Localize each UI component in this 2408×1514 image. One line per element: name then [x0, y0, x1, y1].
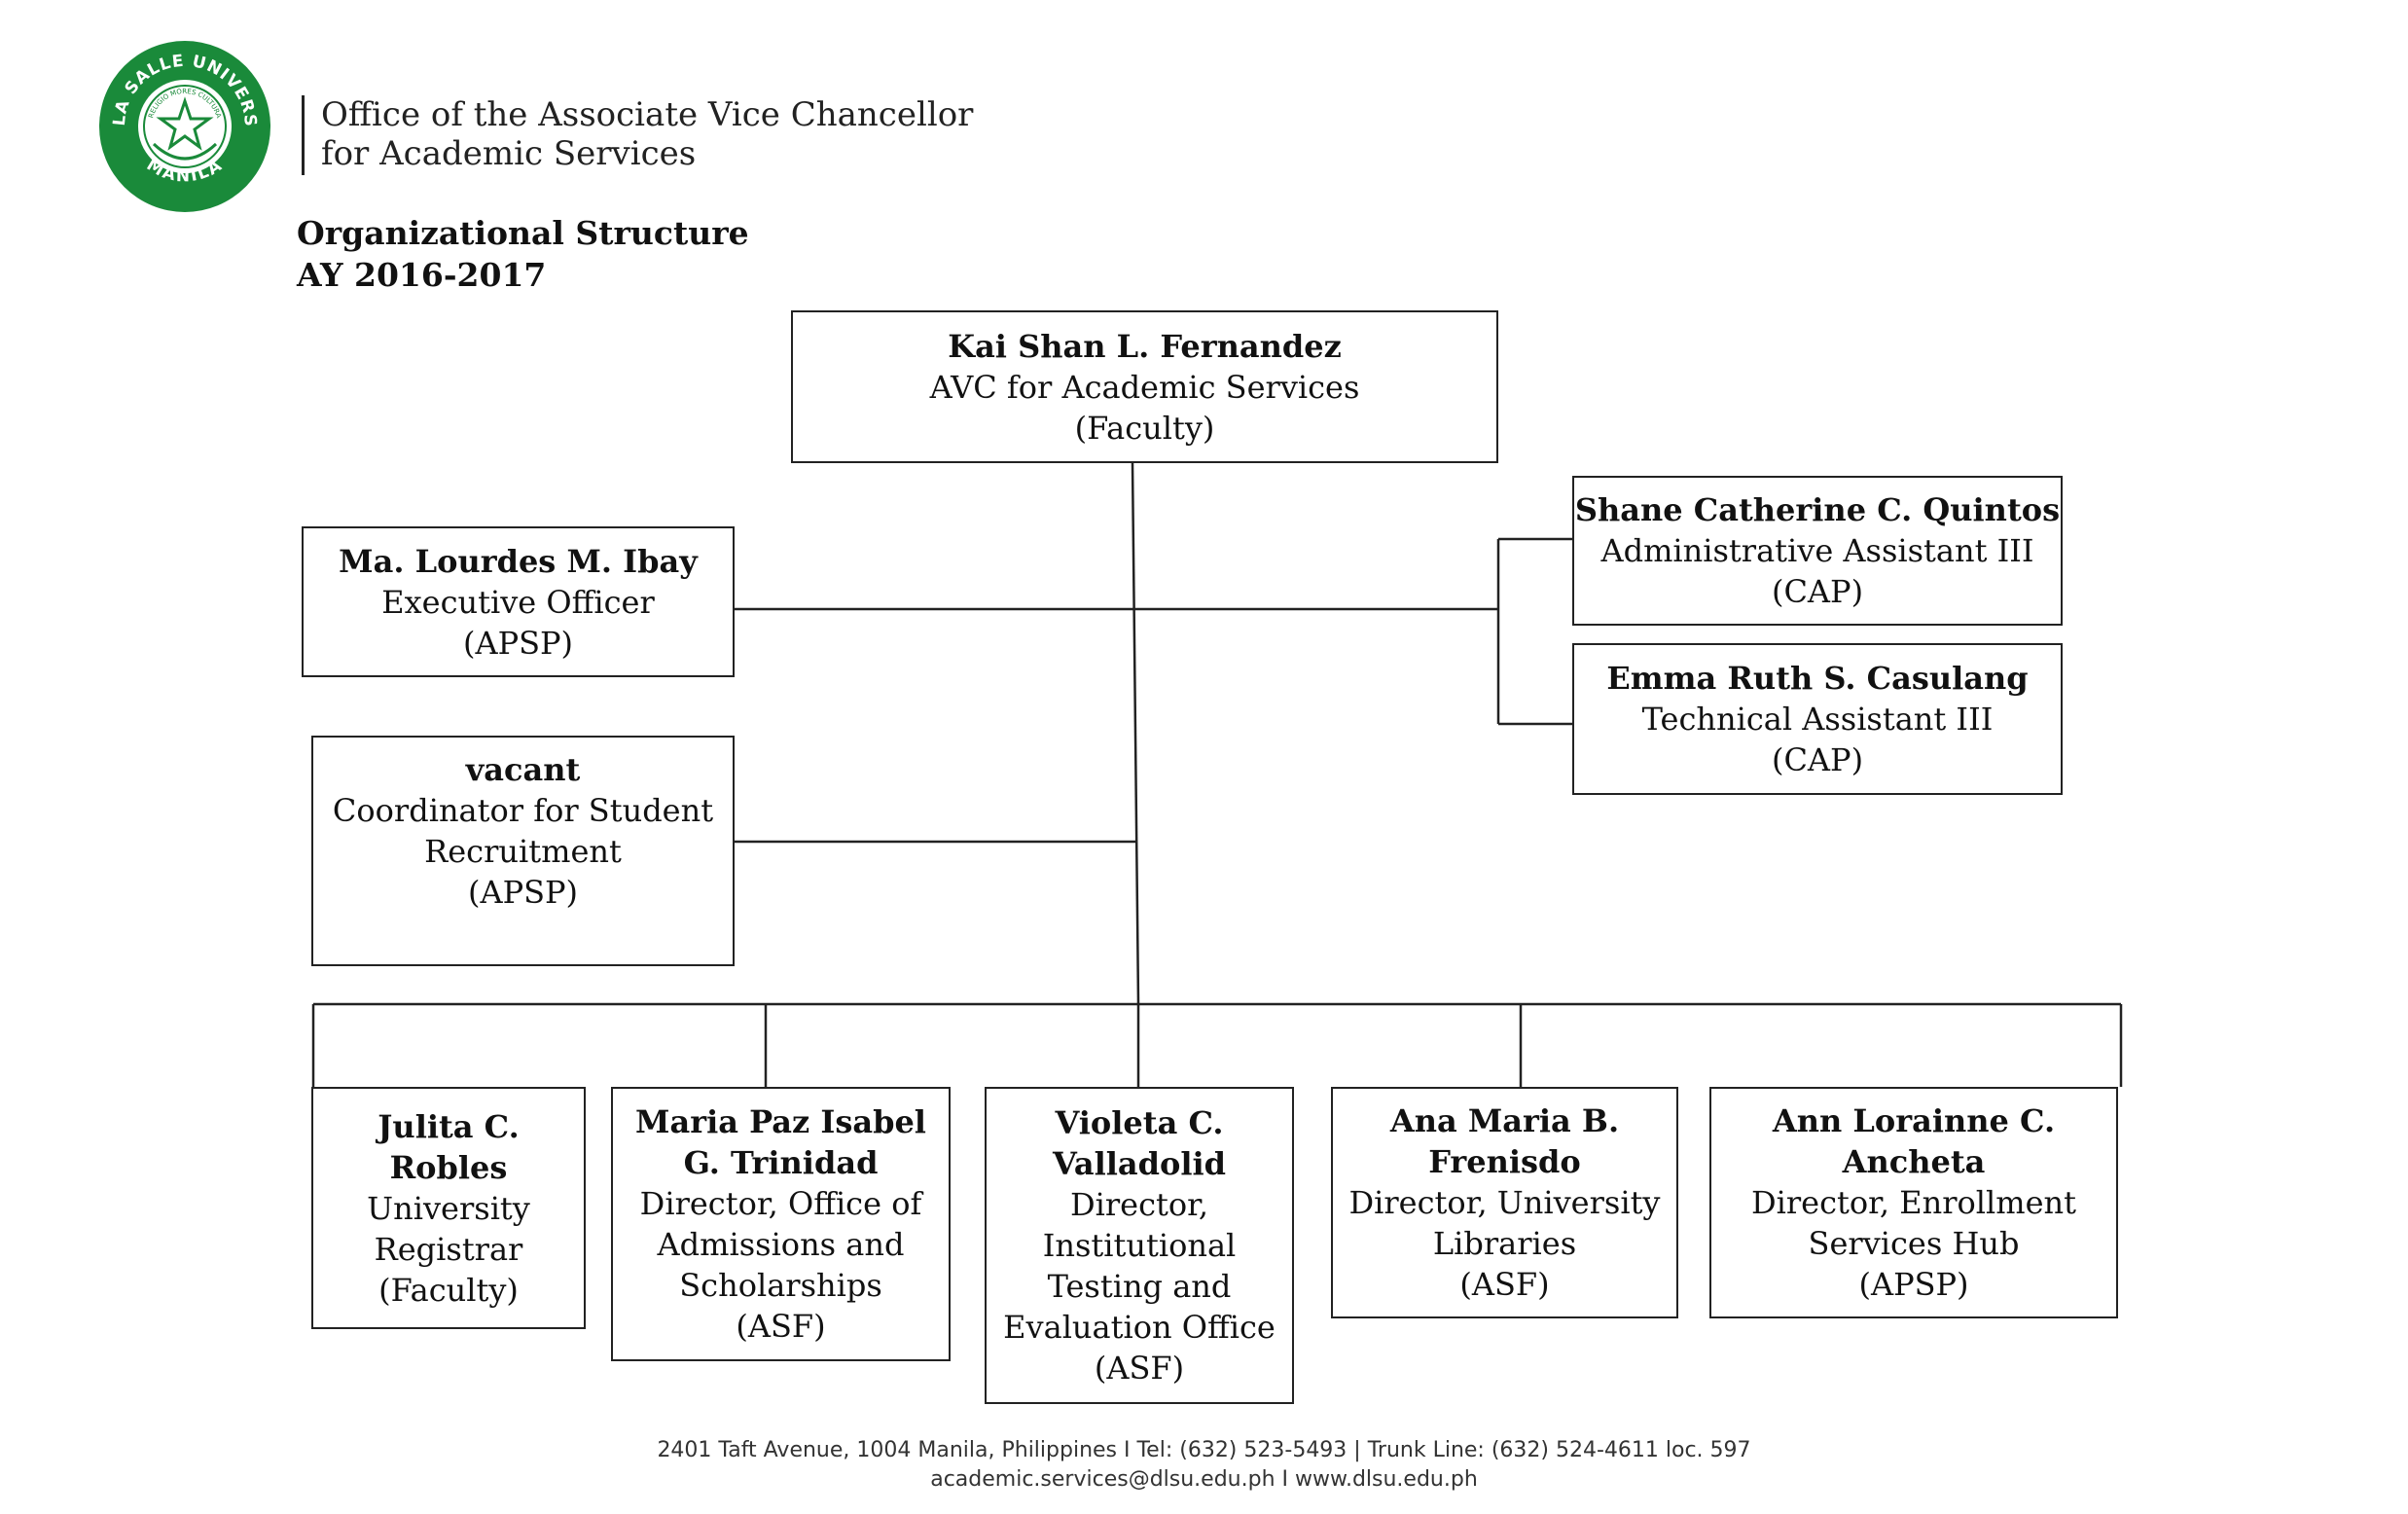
node-university-libraries: Ana Maria B. Frenisdo Director, Universi…: [1331, 1087, 1678, 1318]
node-name: G. Trinidad: [683, 1144, 879, 1181]
node-role: Director,: [1069, 1186, 1209, 1223]
node-role: Director, Enrollment: [1750, 1184, 2077, 1221]
page-footer: 2401 Taft Avenue, 1004 Manila, Philippin…: [0, 1436, 2408, 1495]
node-name: Ancheta: [1842, 1143, 1986, 1180]
node-role: Institutional: [1042, 1227, 1237, 1264]
node-role: AVC for Academic Services: [929, 368, 1360, 406]
node-name: Emma Ruth S. Casulang: [1606, 660, 2029, 697]
node-name: Ann Lorainne C.: [1772, 1102, 2056, 1139]
node-executive-officer: Ma. Lourdes M. Ibay Executive Officer (A…: [302, 526, 735, 677]
node-name: vacant: [465, 751, 581, 788]
node-institutional-testing: Violeta C. Valladolid Director, Institut…: [985, 1087, 1294, 1404]
node-unit: (APSP): [462, 624, 574, 662]
node-role: Recruitment: [424, 833, 622, 870]
node-name: Shane Catherine C. Quintos: [1574, 491, 2061, 528]
office-name: Office of the Associate Vice Chancellor …: [321, 95, 974, 173]
node-role: Services Hub: [1808, 1225, 2020, 1262]
node-role: Testing and: [1047, 1268, 1232, 1305]
node-name: Ana Maria B.: [1389, 1102, 1620, 1139]
node-role: Director, Office of: [639, 1185, 922, 1222]
node-technical-assistant: Emma Ruth S. Casulang Technical Assistan…: [1572, 643, 2063, 795]
star-icon: [156, 96, 214, 151]
node-role: Admissions and: [657, 1226, 905, 1263]
node-role: Administrative Assistant III: [1600, 532, 2034, 569]
footer-address: 2401 Taft Avenue, 1004 Manila, Philippin…: [657, 1438, 1751, 1462]
node-role: Libraries: [1432, 1225, 1577, 1262]
node-name: Robles: [389, 1148, 508, 1186]
node-name: Julita C.: [377, 1107, 520, 1145]
node-university-registrar: Julita C. Robles University Registrar (F…: [311, 1087, 586, 1329]
node-unit: (ASF): [1459, 1266, 1550, 1303]
node-role: University: [367, 1189, 530, 1227]
node-role: Director, University: [1348, 1184, 1661, 1221]
node-unit: (APSP): [1858, 1266, 1969, 1303]
node-name: Violeta C.: [1055, 1104, 1224, 1141]
node-name: Maria Paz Isabel: [635, 1103, 926, 1140]
node-name: Valladolid: [1052, 1145, 1227, 1182]
page-title: Organizational Structure AY 2016-2017: [297, 214, 749, 294]
node-unit: (APSP): [467, 874, 579, 911]
node-unit: (CAP): [1771, 741, 1864, 778]
node-role: Scholarships: [679, 1267, 882, 1304]
header-divider: [302, 95, 305, 175]
footer-contact: academic.services@dlsu.edu.ph I www.dlsu…: [930, 1467, 1478, 1492]
university-seal-logo: DE LA SALLE UNIVERSITY MANILA RELIGIO MO…: [95, 37, 270, 212]
node-admissions-scholarships: Maria Paz Isabel G. Trinidad Director, O…: [611, 1087, 951, 1361]
node-role: Executive Officer: [381, 583, 655, 621]
node-administrative-assistant: Shane Catherine C. Quintos Administrativ…: [1572, 476, 2063, 626]
node-role: Evaluation Office: [1003, 1309, 1276, 1346]
node-name: Kai Shan L. Fernandez: [948, 327, 1342, 365]
node-unit: (Faculty): [378, 1271, 519, 1309]
node-role: Technical Assistant III: [1641, 701, 1994, 738]
node-role: Registrar: [374, 1230, 523, 1268]
node-avc-head: Kai Shan L. Fernandez AVC for Academic S…: [791, 310, 1498, 463]
node-role: Coordinator for Student: [332, 792, 714, 829]
node-name: Ma. Lourdes M. Ibay: [339, 542, 698, 580]
node-unit: (ASF): [736, 1308, 826, 1345]
node-unit: (ASF): [1094, 1350, 1185, 1387]
node-coordinator-student-recruitment: vacant Coordinator for Student Recruitme…: [311, 736, 735, 966]
node-enrollment-services-hub: Ann Lorainne C. Ancheta Director, Enroll…: [1709, 1087, 2118, 1318]
node-unit: (Faculty): [1074, 409, 1215, 447]
node-unit: (CAP): [1771, 573, 1864, 610]
node-name: Frenisdo: [1428, 1143, 1581, 1180]
